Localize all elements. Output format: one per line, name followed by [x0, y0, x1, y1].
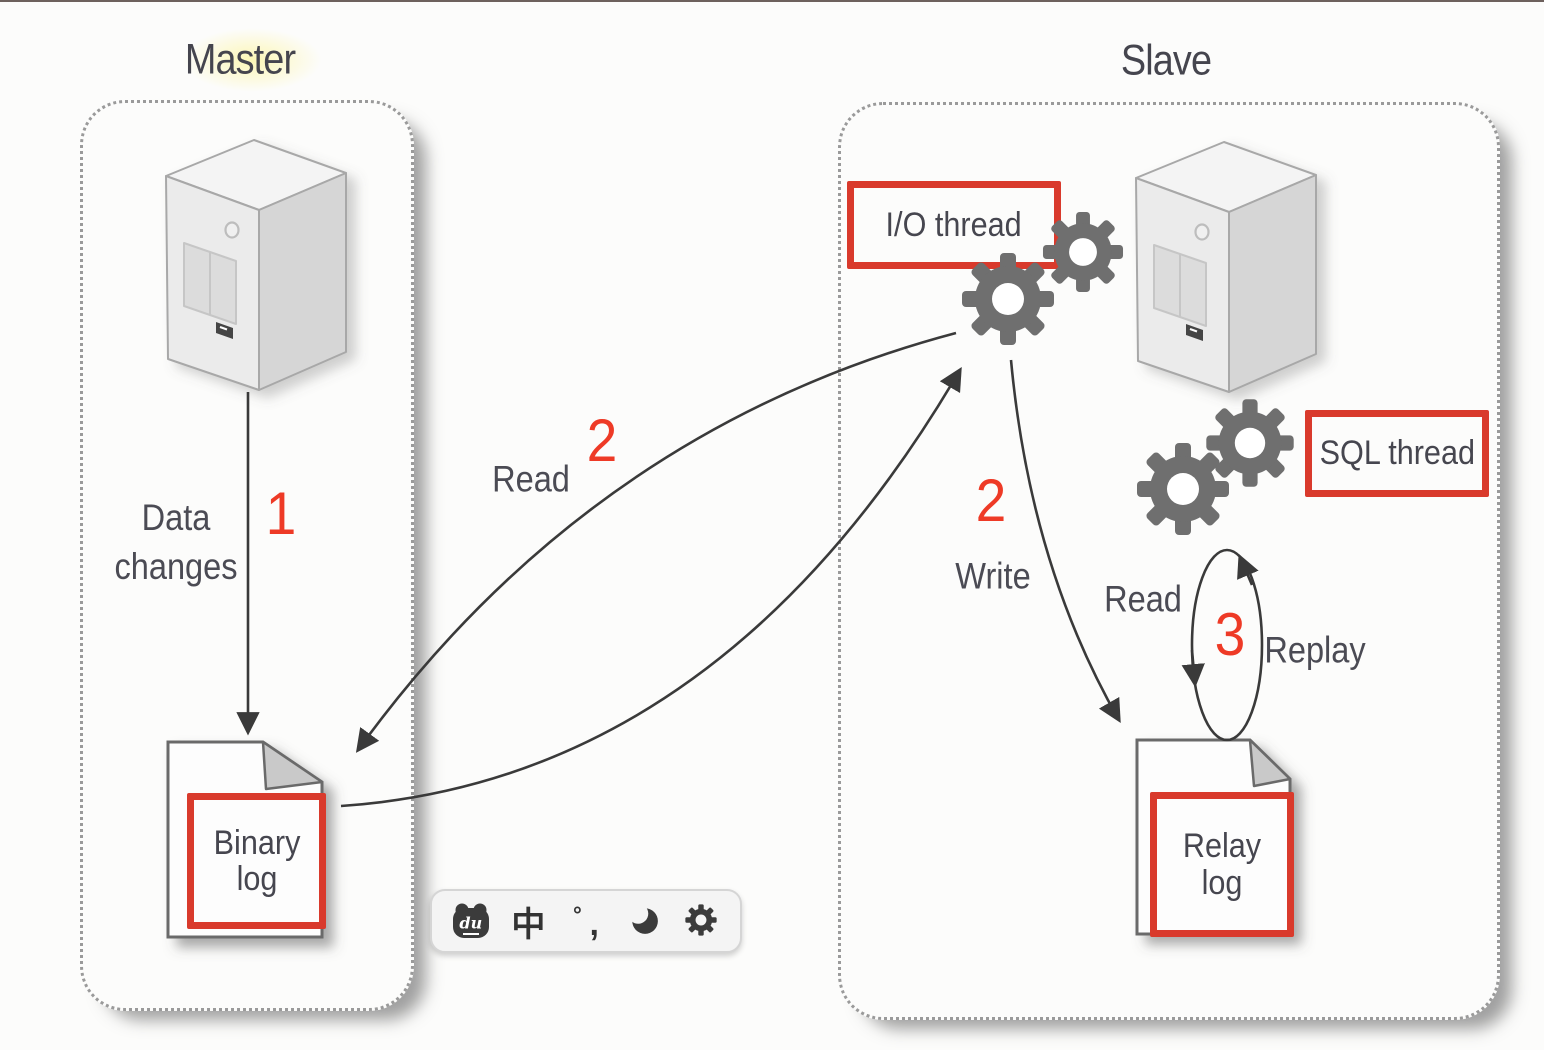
settings-gear-icon [684, 903, 718, 940]
step-2-number-slave: 2 [975, 467, 1007, 534]
binary-log-box: Binary log [187, 793, 326, 929]
translate-toolbar: du 中 ° , [430, 889, 742, 953]
comma-mark: , [589, 905, 599, 943]
io-thread-label: I/O thread [885, 205, 1023, 244]
replay-label: Replay [1264, 629, 1366, 671]
binary-log-label: Binary log [213, 823, 300, 898]
chinese-mode-button[interactable]: 中 [504, 897, 552, 945]
step-3-number: 3 [1214, 601, 1246, 668]
dark-mode-button[interactable] [620, 897, 668, 945]
data-changes-label: Data changes [114, 497, 238, 587]
sql-thread-label: SQL thread [1319, 434, 1475, 473]
punctuation-button[interactable]: ° , [562, 897, 610, 945]
relay-log-label: Relay log [1182, 827, 1262, 902]
baidu-badge-text: du [459, 913, 483, 933]
io-thread-box: I/O thread [847, 181, 1061, 269]
relay-log-box: Relay log [1150, 792, 1294, 937]
top-edge-line [0, 0, 1544, 2]
settings-button[interactable] [677, 897, 725, 945]
title-highlight [182, 28, 322, 92]
step-1-number: 1 [265, 480, 297, 547]
baidu-badge-underline [462, 933, 479, 935]
read-label-slave: Read [1104, 578, 1182, 620]
step-2-number-master: 2 [586, 407, 618, 474]
baidu-translate-button[interactable]: du [447, 897, 495, 945]
baidu-translate-icon: du [451, 902, 491, 940]
dark-mode-moon-icon [627, 902, 660, 939]
punctuation-icon: ° , [570, 902, 602, 943]
chinese-text-icon: 中 [511, 904, 546, 945]
master-title: Master [184, 35, 296, 84]
slave-title: Slave [1120, 36, 1212, 85]
write-label: Write [955, 555, 1031, 597]
sql-thread-box: SQL thread [1305, 410, 1489, 497]
degree-mark: ° [572, 902, 582, 927]
read-label-master: Read [492, 458, 570, 500]
